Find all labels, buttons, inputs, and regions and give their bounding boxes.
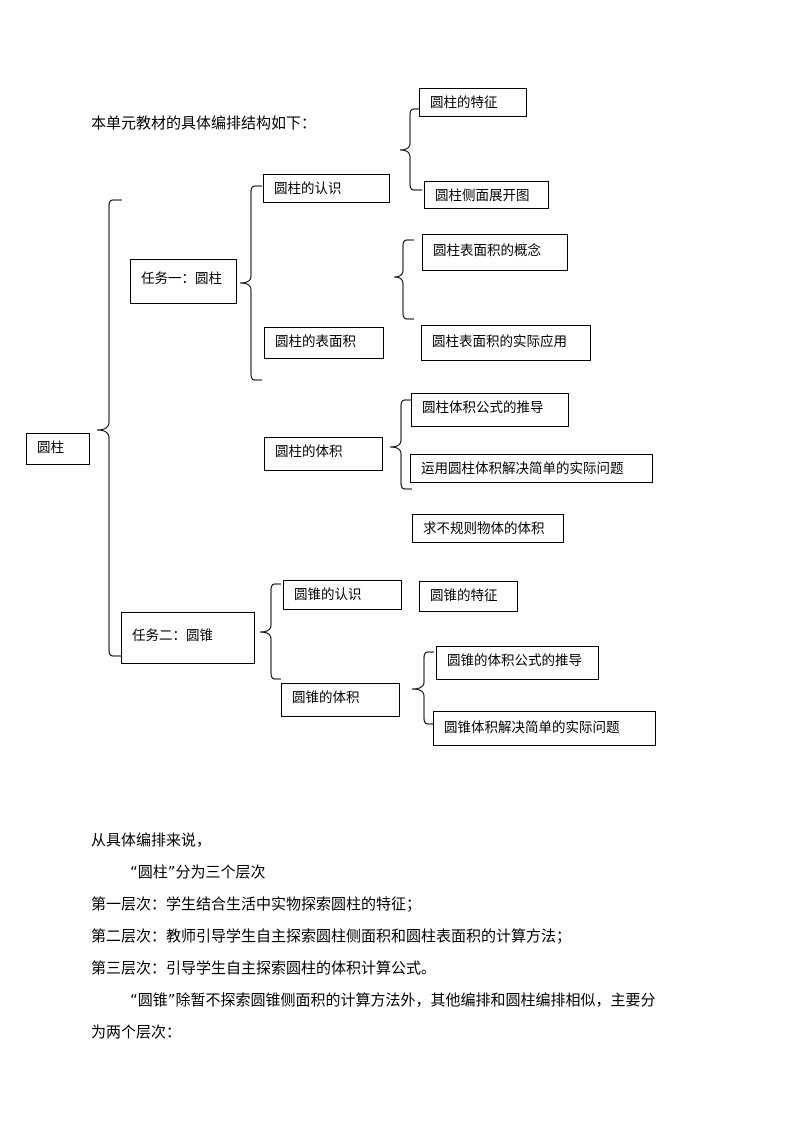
- cylinder-knowledge-box: 圆柱的认识: [263, 174, 390, 203]
- paragraph-5: 第三层次：引导学生自主探索圆柱的体积计算公式。: [91, 959, 437, 977]
- cone-volume-box: 圆锥的体积: [281, 683, 400, 717]
- cylinder-feature-box: 圆柱的特征: [419, 88, 527, 117]
- root-brace: [96, 199, 122, 657]
- volume-derivation-box: 圆柱体积公式的推导: [411, 393, 569, 427]
- cone-derivation-box: 圆锥的体积公式的推导: [436, 646, 599, 680]
- surface-concept-box: 圆柱表面积的概念: [422, 234, 568, 271]
- task1-box: 任务一：圆柱: [130, 259, 237, 304]
- surface-application-box: 圆柱表面积的实际应用: [421, 325, 591, 361]
- cylinder-volume-box: 圆柱的体积: [264, 437, 383, 471]
- paragraph-1: 从具体编排来说，: [91, 831, 212, 849]
- cone-knowledge-box: 圆锥的认识: [283, 580, 402, 610]
- cone-volume-brace: [411, 651, 434, 725]
- task2-box: 任务二：圆锥: [121, 612, 255, 664]
- root-box: 圆柱: [26, 433, 90, 465]
- paragraph-4: 第二层次：教师引导学生自主探索圆柱侧面积和圆柱表面积的计算方法；: [91, 927, 572, 945]
- paragraph-6: “圆锥”除暂不探索圆锥侧面积的计算方法外，其他编排和圆柱编排相似，主要分: [130, 991, 656, 1009]
- paragraph-2: “圆柱”分为三个层次: [130, 863, 266, 881]
- volume-application-box: 运用圆柱体积解决简单的实际问题: [410, 454, 653, 483]
- paragraph-3: 第一层次：学生结合生活中实物探索圆柱的特征；: [91, 895, 422, 913]
- cylinder-surface-box: 圆柱的表面积: [264, 327, 384, 359]
- irregular-volume-box: 求不规则物体的体积: [412, 514, 564, 543]
- cone-application-box: 圆锥体积解决简单的实际问题: [433, 711, 656, 746]
- surface-brace: [393, 239, 414, 320]
- task1-brace: [239, 185, 262, 381]
- volume-brace: [389, 399, 412, 490]
- cylinder-net-box: 圆柱侧面展开图: [424, 181, 549, 209]
- know-brace: [399, 108, 422, 191]
- paragraph-7: 为两个层次：: [91, 1023, 182, 1041]
- cone-feature-box: 圆锥的特征: [419, 581, 518, 612]
- task2-brace: [259, 583, 281, 680]
- intro-text: 本单元教材的具体编排结构如下：: [91, 114, 317, 132]
